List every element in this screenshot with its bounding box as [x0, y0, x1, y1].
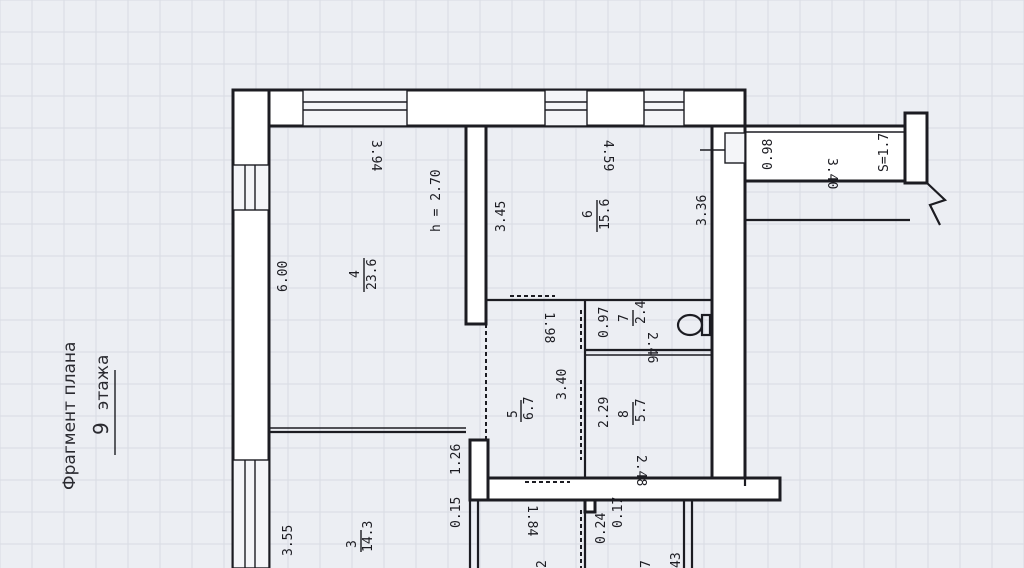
- room-5-dim-b: 3.40: [555, 369, 570, 400]
- balcony-door: [724, 132, 746, 164]
- window-top-2: [544, 89, 588, 127]
- break-line: [926, 182, 948, 226]
- balcony: [700, 111, 948, 226]
- windows: [232, 89, 685, 568]
- room-6-dim-right: 3.36: [695, 195, 710, 226]
- right-wall: [710, 124, 747, 488]
- room-3-area: 14.3: [361, 521, 376, 552]
- room-5-dim-a: 1.98: [541, 312, 556, 343]
- dim-43-partial: 43: [669, 552, 684, 568]
- balcony-outline: [743, 124, 912, 183]
- partial-label-b: 7: [639, 560, 654, 568]
- ceiling-height: h = 2.70: [429, 169, 444, 232]
- room-8-area: 5.7: [634, 399, 649, 422]
- dim-340-balcony: 3.40: [824, 158, 839, 189]
- balcony-area: S=1.7: [877, 133, 892, 172]
- room-7-dim-b: 2.46: [644, 332, 659, 363]
- room-4-dim-length: 6.00: [276, 261, 291, 292]
- room-6-dim-width: 4.59: [600, 140, 615, 171]
- window-left-2: [232, 459, 270, 568]
- dim-184: 1.84: [524, 505, 539, 536]
- room-6-area: 15.6: [598, 199, 613, 230]
- room-labels: 3.94 6.00 4 23.6 h = 2.70 4.59 3.45 3.36…: [276, 133, 892, 568]
- dim-017: 0.17: [611, 497, 626, 528]
- room-6-dim-left: 3.45: [494, 201, 509, 232]
- dim-126: 1.26: [449, 444, 464, 475]
- room-8-dim-b: 2.48: [633, 455, 648, 486]
- dim-098: 0.98: [761, 139, 776, 170]
- room-5-number: 5: [506, 410, 521, 418]
- window-left-1: [232, 164, 270, 211]
- floor-number: 9: [89, 422, 113, 435]
- room-7-area: 2.4: [634, 300, 649, 324]
- dim-015: 0.15: [449, 497, 464, 528]
- partitions: [269, 295, 712, 568]
- plan-title: Фрагмент плана: [60, 342, 80, 490]
- window-top-1: [302, 89, 408, 127]
- column-stub: [583, 498, 597, 514]
- room-3-number: 3: [345, 540, 360, 548]
- toilet-icon: [676, 313, 712, 337]
- room-3-dim: 3.55: [281, 525, 296, 556]
- partial-label-a: 2: [535, 560, 550, 568]
- wall-4-6: [464, 124, 488, 326]
- floor-word: этажа: [93, 355, 113, 410]
- room-4-dim-a: 3.94: [368, 140, 383, 171]
- room-7-number: 7: [617, 314, 632, 322]
- balcony-end: [903, 111, 929, 185]
- room-6-number: 6: [581, 210, 596, 218]
- room-4-area: 23.6: [365, 259, 380, 290]
- window-top-3: [643, 89, 685, 127]
- dim-024: 0.24: [594, 513, 609, 544]
- room-5-area: 6.7: [522, 397, 537, 420]
- room-4-dim-width: 3.94: [368, 140, 383, 171]
- room-8-number: 8: [617, 410, 632, 418]
- title-block: Фрагмент плана 9 этажа: [60, 342, 116, 490]
- room-8-dim-a: 2.29: [597, 397, 612, 428]
- room-4-number: 4: [348, 270, 363, 278]
- room-7-dim-a: 0.97: [597, 307, 612, 338]
- wall-corridor-edge: [468, 438, 490, 502]
